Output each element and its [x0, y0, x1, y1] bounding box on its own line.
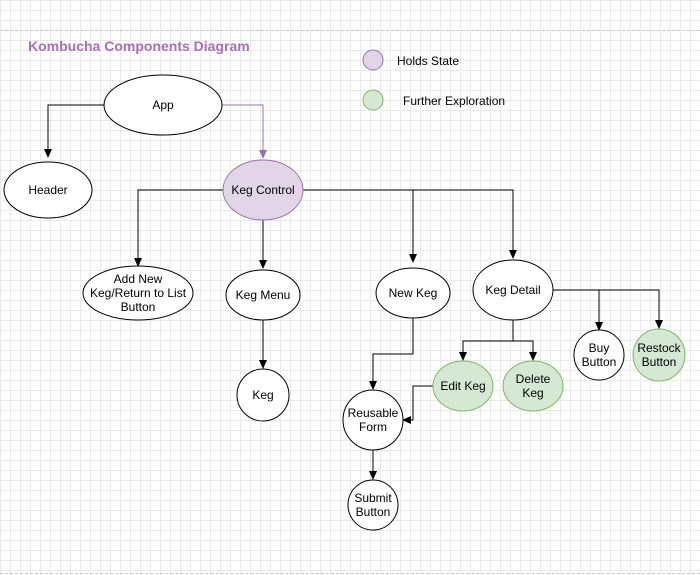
node-keg-shape [236, 368, 290, 422]
node-keg-menu-shape [225, 269, 301, 321]
node-buy-button-label-line: Button [582, 355, 617, 369]
bottom-dashed-guide [0, 573, 700, 574]
edge-keg-control-to-new-keg [303, 189, 417, 263]
node-header: Header [3, 161, 93, 219]
node-keg-detail-shape [472, 259, 554, 321]
connectors [44, 104, 663, 480]
edge-keg-detail-to-restock-button [599, 289, 663, 329]
node-add-new-keg-button-shape [82, 265, 194, 321]
node-edit-keg-shape [432, 360, 494, 412]
node-add-new-keg-button-label-line: Button [121, 300, 156, 314]
node-app: App [103, 74, 223, 136]
node-edit-keg-label-line: Edit Keg [440, 379, 485, 393]
node-app-shape [103, 74, 223, 136]
edge-keg-control-to-add-button [134, 189, 223, 267]
node-app-label-line: App [152, 98, 174, 112]
node-header-shape [3, 161, 93, 219]
node-new-keg: New Keg [375, 267, 451, 319]
legend-holds-state-swatch [362, 49, 384, 71]
node-keg-menu: Keg Menu [225, 269, 301, 321]
node-restock-button-shape [632, 328, 686, 382]
node-keg-detail-label-line: Keg Detail [485, 283, 540, 297]
node-submit-button-label-line: Submit [354, 491, 392, 505]
node-buy-button-shape [573, 329, 625, 381]
node-reusable-form-label-line: Form [359, 420, 387, 434]
edge-keg-control-to-keg-detail [413, 189, 517, 259]
node-keg-control-shape [222, 159, 304, 221]
node-reusable-form-shape [342, 389, 404, 451]
top-dashed-guide [0, 30, 700, 31]
node-restock-button-label-line: Restock [637, 341, 681, 355]
node-delete-keg-shape [502, 360, 564, 412]
node-submit-button-shape [347, 479, 399, 531]
edge-keg-detail-to-buy-button [553, 289, 603, 331]
diagram-title: Kombucha Components Diagram [28, 38, 250, 54]
node-header-label-line: Header [28, 183, 67, 197]
node-new-keg-shape [375, 267, 451, 319]
node-keg: Keg [236, 368, 290, 422]
node-submit-button-label-line: Button [356, 505, 391, 519]
node-restock-button-label-line: Button [642, 355, 677, 369]
node-keg-detail: Keg Detail [472, 259, 554, 321]
legend: Holds State Further Exploration [362, 49, 505, 111]
node-edit-keg: Edit Keg [432, 360, 494, 412]
node-new-keg-label-line: New Keg [389, 286, 438, 300]
edge-keg-detail-to-delete-keg [513, 340, 537, 361]
node-keg-menu-label-line: Keg Menu [236, 288, 291, 302]
edge-app-to-keg-control [221, 104, 267, 159]
edge-keg-detail-to-edit-keg [459, 320, 514, 361]
node-add-new-keg-button-label-line: Add New [114, 272, 163, 286]
edge-new-keg-to-reusable-form [369, 318, 414, 390]
node-keg-control: Keg Control [222, 159, 304, 221]
node-keg-control-label-line: Keg Control [231, 183, 294, 197]
node-add-new-keg-button-label-line: Keg/Return to List [90, 286, 187, 300]
edge-app-to-header [44, 104, 104, 158]
edge-edit-keg-to-reusable-form [402, 385, 433, 424]
node-buy-button-label-line: Buy [589, 341, 610, 355]
legend-holds-state-label: Holds State [397, 54, 459, 68]
node-delete-keg-label-line: Delete [516, 372, 551, 386]
legend-further-exploration-swatch [362, 89, 384, 111]
legend-further-exploration-label: Further Exploration [403, 94, 505, 108]
node-keg-label-line: Keg [252, 388, 273, 402]
node-reusable-form-label-line: Reusable [348, 406, 399, 420]
node-delete-keg-label-line: Keg [522, 386, 543, 400]
